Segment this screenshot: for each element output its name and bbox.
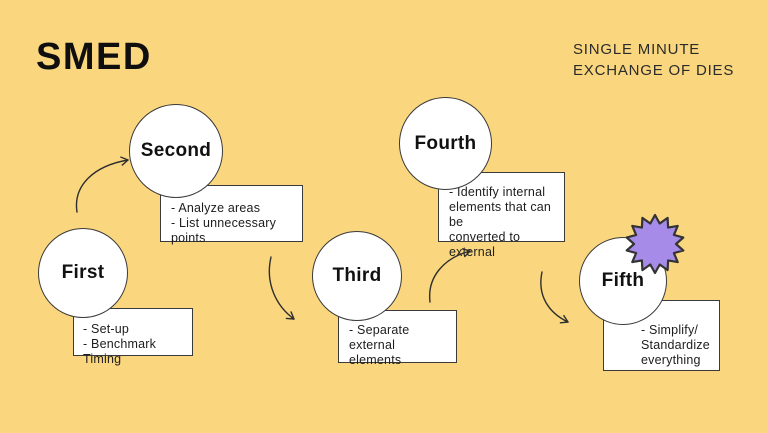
- note-line: - Benchmark Timing: [83, 337, 157, 366]
- note-box-third: - Separate external elements: [338, 310, 457, 367]
- page-subtitle: SINGLE MINUTE EXCHANGE OF DIES: [573, 39, 734, 81]
- starburst-icon: [625, 213, 685, 275]
- note-line: - Identify internal: [449, 185, 546, 199]
- step-label: Fourth: [414, 132, 477, 154]
- step-label: Fifth: [601, 270, 645, 291]
- note-box-fourth: - Identify internal elements that can be…: [438, 172, 565, 259]
- arrow-fourth-to-fifth: [540, 271, 569, 324]
- note-line: elements: [349, 353, 402, 367]
- page-title: SMED: [36, 36, 152, 78]
- note-line: - List unnecessary points: [171, 216, 277, 245]
- arrow-first-to-second: [75, 156, 129, 213]
- subtitle-line-2: EXCHANGE OF DIES: [573, 62, 735, 79]
- note-box-second: - Analyze areas - List unnecessary point…: [160, 185, 303, 245]
- note-line: Standardize: [641, 338, 710, 352]
- step-circle-third: Third: [312, 231, 402, 321]
- step-label: Third: [332, 265, 382, 286]
- step-label: First: [61, 262, 105, 283]
- step-circle-second: Second: [129, 104, 223, 198]
- note-box-first: - Set-up - Benchmark Timing: [73, 308, 193, 366]
- step-label: Second: [140, 140, 212, 161]
- arrow-second-to-third: [268, 256, 295, 320]
- subtitle-line-1: SINGLE MINUTE: [573, 41, 701, 58]
- step-circle-fourth: Fourth: [399, 97, 492, 190]
- note-line: - Separate external: [349, 323, 410, 352]
- note-line: converted to external: [449, 230, 521, 259]
- note-line: everything: [641, 353, 701, 367]
- note-line: elements that can be: [449, 200, 552, 229]
- note-line: - Analyze areas: [171, 201, 261, 215]
- note-line: - Simplify/: [641, 323, 699, 337]
- note-line: - Set-up: [83, 322, 130, 336]
- step-circle-first: First: [38, 228, 128, 318]
